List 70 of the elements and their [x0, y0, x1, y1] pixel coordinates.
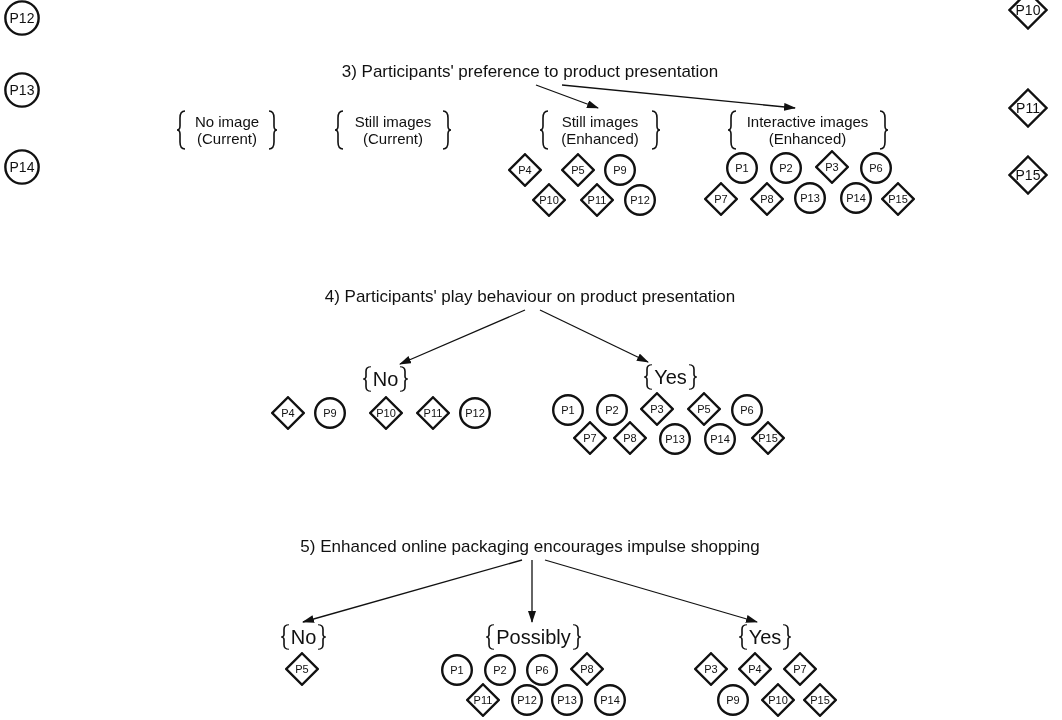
participant-diamond: P11 — [580, 183, 614, 217]
answer-category: Still images (Enhanced) — [560, 113, 640, 147]
participant-circle: P12 — [624, 184, 656, 216]
answer-category: No — [290, 628, 317, 646]
answer-category: Interactive images (Enhanced) — [745, 113, 870, 147]
participant-circle: P9 — [604, 154, 636, 186]
arrow — [544, 559, 758, 623]
participant-circle: P13 — [659, 423, 691, 455]
participant-diamond: P7 — [704, 182, 738, 216]
participant-circle: P6 — [526, 654, 558, 686]
participant-circle: P14 — [594, 684, 626, 716]
arrow — [528, 559, 536, 623]
participant-diamond: P4 — [271, 396, 305, 430]
answer-category: Yes — [748, 628, 782, 646]
participant-diamond: P11 — [416, 396, 450, 430]
answer-category: Still images (Current) — [353, 113, 433, 147]
participant-circle: P2 — [770, 152, 802, 184]
participant-diamond: P5 — [687, 392, 721, 426]
participant-circle: P1 — [441, 654, 473, 686]
participant-diamond: P7 — [783, 652, 817, 686]
participant-circle: P9 — [314, 397, 346, 429]
participant-circle: P6 — [860, 152, 892, 184]
participant-diamond: P5 — [561, 153, 595, 187]
participant-diamond: P10 — [761, 683, 795, 717]
answer-category: No — [372, 370, 399, 388]
participant-diamond: P10 — [369, 396, 403, 430]
participant-circle: P1 — [552, 394, 584, 426]
arrow — [302, 559, 523, 623]
participant-diamond: P10 — [1008, 0, 1048, 30]
participant-circle: P2 — [596, 394, 628, 426]
answer-category: Yes — [654, 368, 687, 386]
participant-diamond: P8 — [750, 182, 784, 216]
question-heading: 5) Enhanced online packaging encourages impulse shopping — [300, 537, 760, 557]
participant-diamond: P4 — [508, 153, 542, 187]
participant-diamond: P8 — [570, 652, 604, 686]
participant-circle: P1 — [726, 152, 758, 184]
participant-diamond: P3 — [640, 392, 674, 426]
participant-diamond: P15 — [751, 421, 785, 455]
participant-diamond: P15 — [1008, 155, 1048, 195]
participant-diamond: P3 — [694, 652, 728, 686]
participant-circle: P9 — [717, 684, 749, 716]
participant-diamond: P3 — [815, 150, 849, 184]
participant-circle: P14 — [840, 182, 872, 214]
answer-category: Possibly — [496, 628, 571, 646]
participant-circle: P13 — [551, 684, 583, 716]
participant-diamond: P15 — [803, 683, 837, 717]
arrow — [399, 309, 526, 365]
participant-circle: P14 — [4, 149, 40, 185]
participant-diamond: P4 — [738, 652, 772, 686]
arrow — [535, 84, 599, 109]
participant-circle: P13 — [4, 72, 40, 108]
participant-circle: P12 — [459, 397, 491, 429]
participant-diamond: P8 — [613, 421, 647, 455]
participant-circle: P2 — [484, 654, 516, 686]
participant-circle: P14 — [704, 423, 736, 455]
participant-diamond: P5 — [285, 652, 319, 686]
question-heading: 3) Participants' preference to product presentation — [341, 62, 719, 82]
participant-diamond: P15 — [881, 182, 915, 216]
participant-circle: P12 — [4, 0, 40, 36]
question-heading: 4) Participants' play behaviour on product presentation — [324, 287, 736, 307]
participant-diamond: P11 — [466, 683, 500, 717]
participant-diamond: P7 — [573, 421, 607, 455]
answer-category: No image (Current) — [193, 113, 261, 147]
participant-diamond: P11 — [1008, 88, 1048, 128]
participant-circle: P6 — [731, 394, 763, 426]
participant-circle: P12 — [511, 684, 543, 716]
participant-diamond: P10 — [532, 183, 566, 217]
arrow — [539, 309, 649, 363]
arrow — [561, 84, 796, 111]
participant-circle: P13 — [794, 182, 826, 214]
